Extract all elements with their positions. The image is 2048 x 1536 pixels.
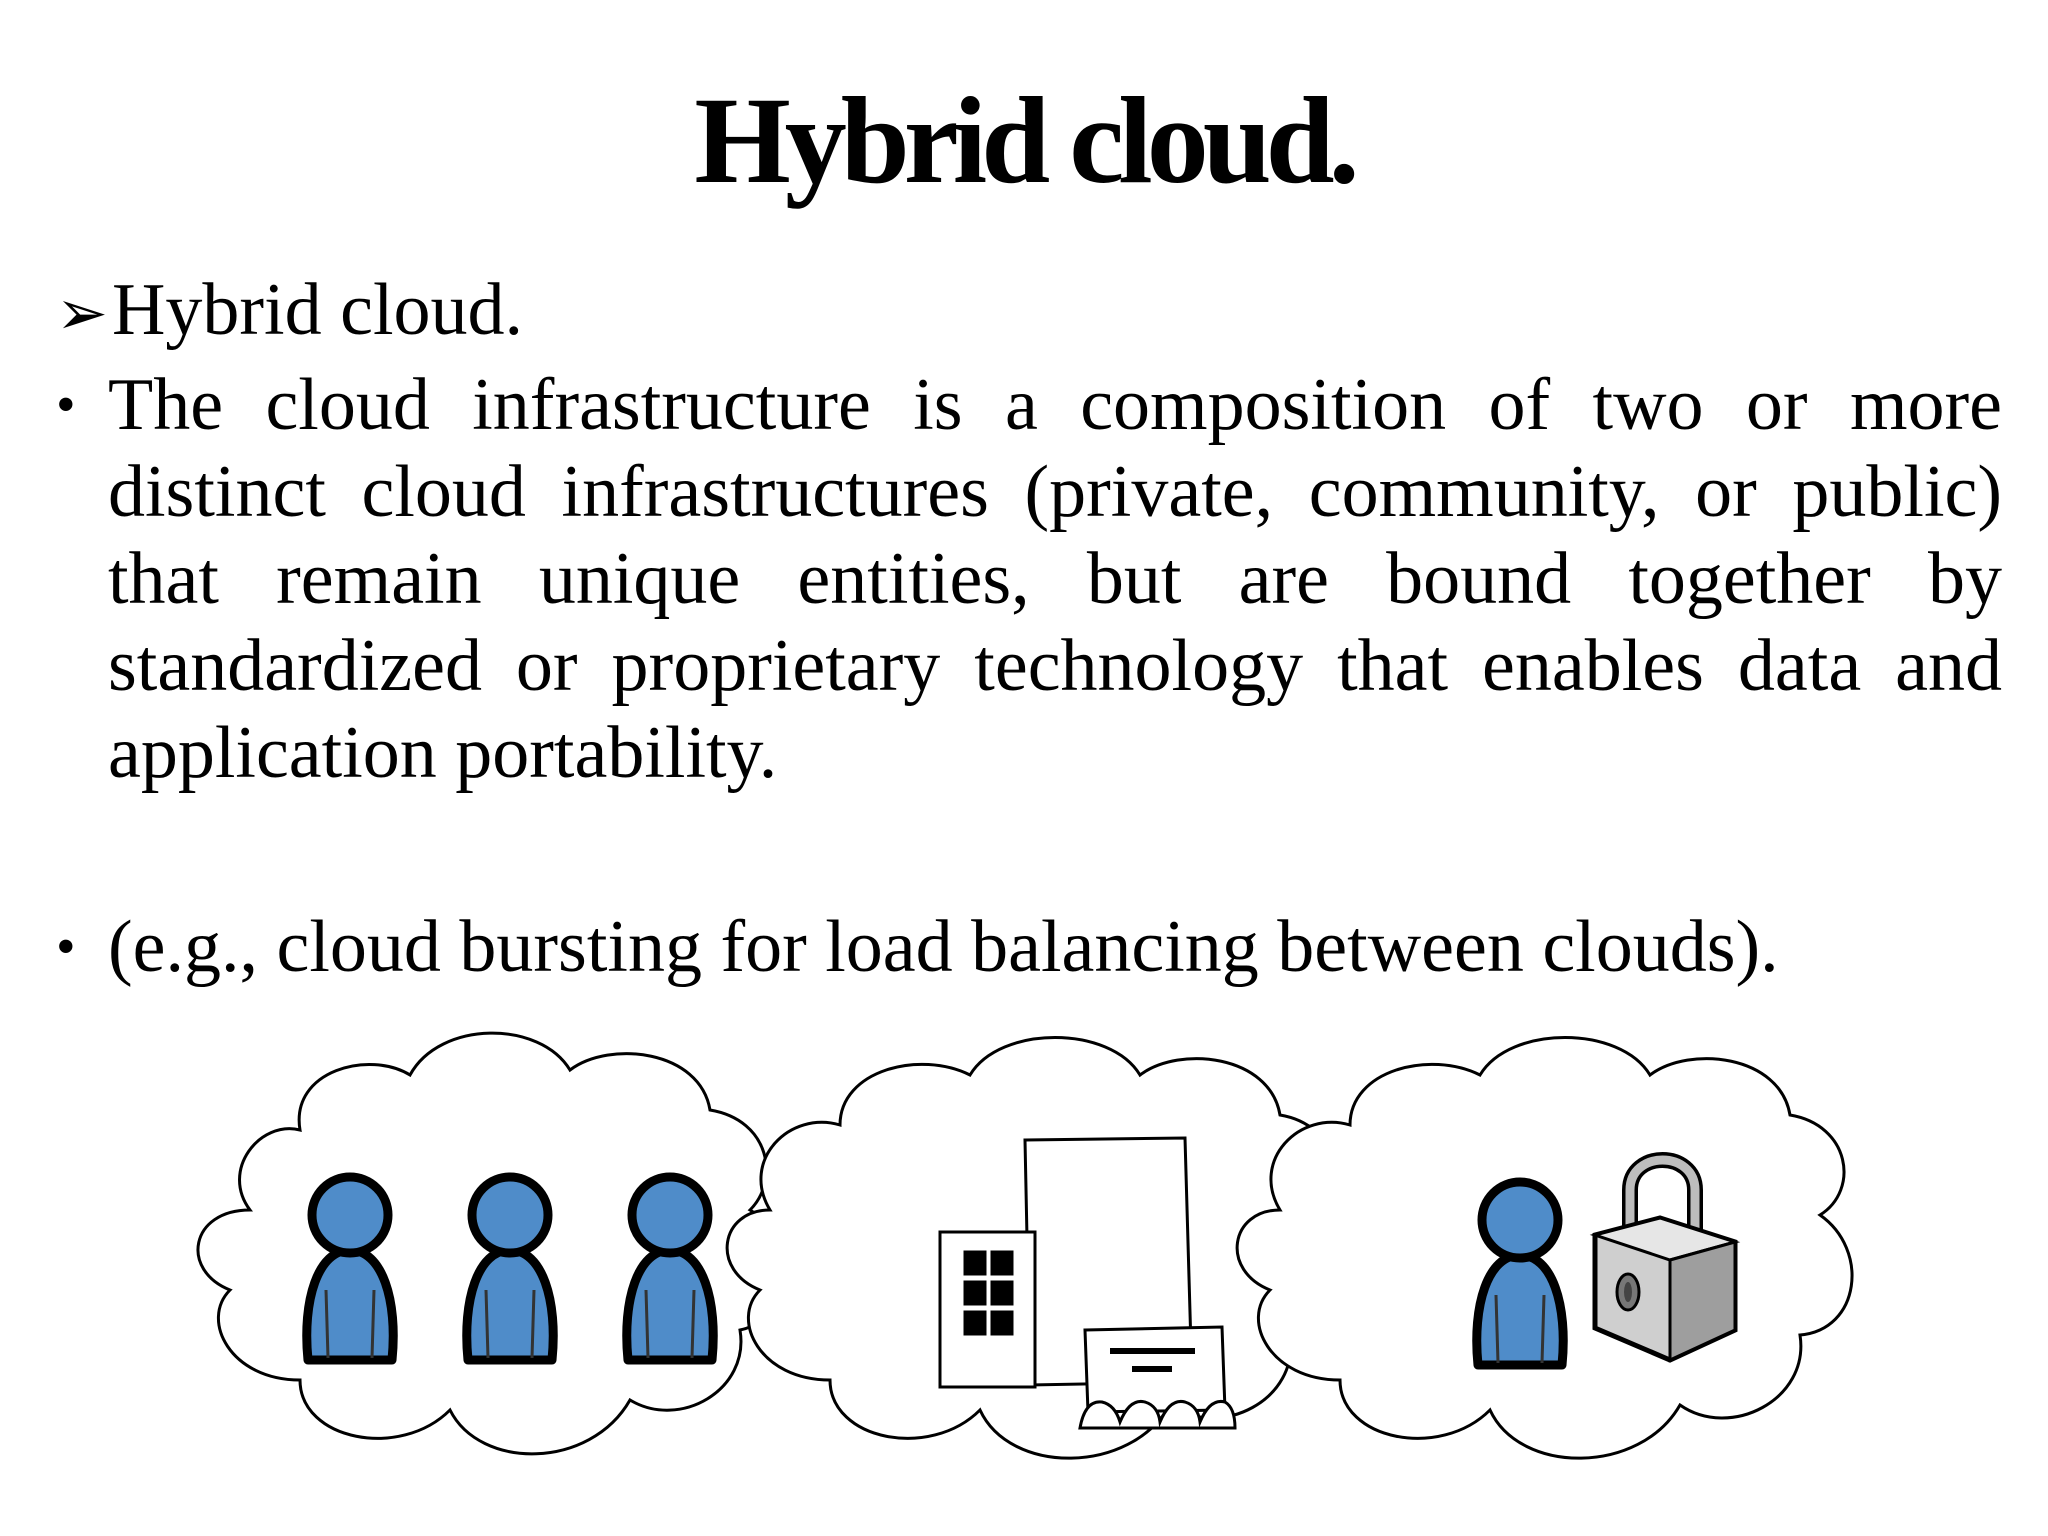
padlock-icon	[1589, 1152, 1741, 1363]
slide-title: Hybrid cloud.	[694, 72, 1359, 209]
bullet-dot-icon: •	[56, 916, 76, 978]
bullet-dot-icon: •	[56, 374, 76, 436]
person-icon	[467, 1177, 553, 1360]
arrow-bullet-icon: ➢	[56, 280, 108, 348]
bullet-text: The cloud infrastructure is a compositio…	[108, 364, 2002, 794]
bullet-list: • The cloud infrastructure is a composit…	[56, 362, 2002, 991]
person-icon	[1477, 1182, 1563, 1365]
building-icon	[938, 1136, 1237, 1430]
section-heading: ➢ Hybrid cloud.	[56, 268, 523, 353]
person-icon	[627, 1177, 713, 1360]
person-icon	[307, 1177, 393, 1360]
hybrid-cloud-illustration	[196, 1031, 1854, 1460]
bullet-item: • (e.g., cloud bursting for load balanci…	[56, 904, 2002, 991]
bullet-text: (e.g., cloud bursting for load balancing…	[108, 906, 1779, 988]
section-heading-text: Hybrid cloud.	[111, 269, 523, 351]
bullet-item: • The cloud infrastructure is a composit…	[56, 362, 2002, 797]
